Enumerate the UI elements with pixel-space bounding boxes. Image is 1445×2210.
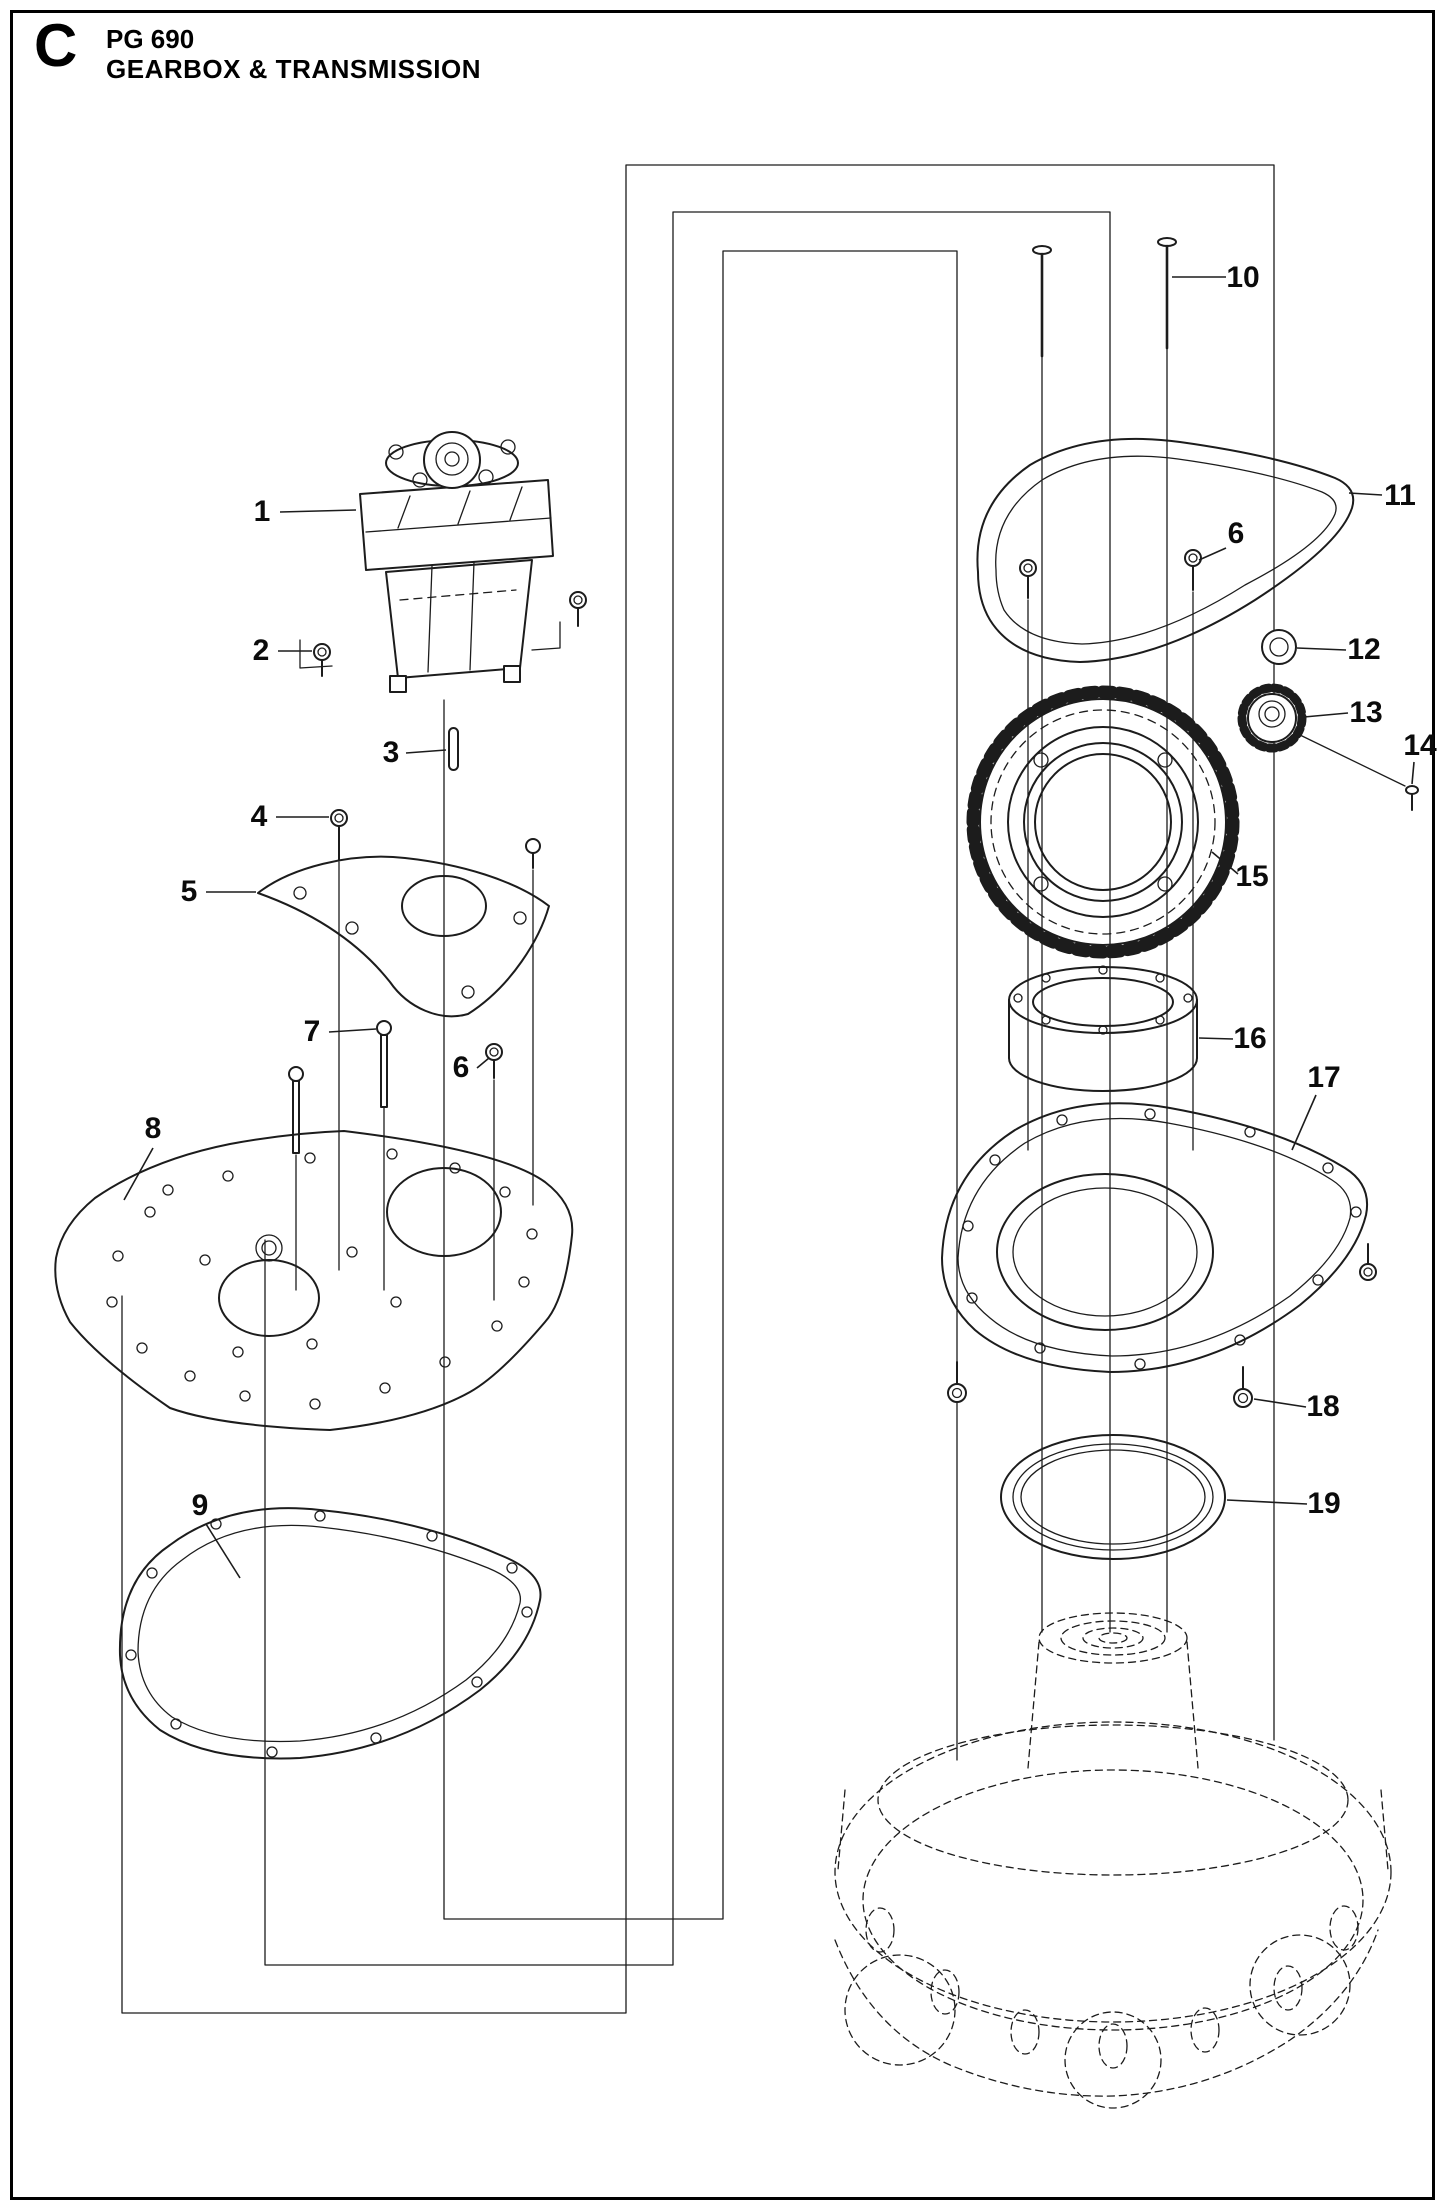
axis-lines-left — [295, 861, 534, 1301]
callout-11: 11 — [1384, 479, 1416, 512]
callout-3: 3 — [383, 736, 400, 769]
part-6-screw-left — [485, 1043, 503, 1079]
callout-6-left: 6 — [453, 1051, 470, 1084]
callout-8: 8 — [145, 1112, 162, 1145]
connector-loop-lines — [121, 164, 1275, 2014]
part-9-gasket — [118, 1507, 542, 1760]
part-5-bracket-plate — [257, 838, 550, 1018]
callout-12: 12 — [1347, 633, 1380, 666]
callout-numbers: 1 2 3 4 5 6 7 8 9 10 11 6 12 13 14 15 16… — [145, 261, 1437, 1522]
callout-5: 5 — [181, 875, 198, 908]
part-6-screws-right — [1019, 549, 1202, 599]
part-12-bearing — [1261, 629, 1297, 665]
part-2-screw — [313, 643, 331, 677]
part-8-mounting-plate — [54, 1130, 574, 1431]
callout-2: 2 — [253, 634, 270, 667]
part-3-pin — [448, 727, 459, 771]
callout-leaders — [123, 276, 1415, 1579]
callout-17: 17 — [1307, 1061, 1340, 1094]
part-11-belt — [976, 437, 1355, 663]
part-15-large-sprocket — [966, 685, 1240, 959]
callout-7: 7 — [304, 1015, 321, 1048]
part-10-long-bolts — [1032, 237, 1177, 358]
callout-4: 4 — [251, 800, 268, 833]
part-13-small-sprocket — [1237, 683, 1406, 787]
page-title: GEARBOX & TRANSMISSION — [106, 54, 482, 84]
part-4-screw — [330, 809, 348, 861]
callout-1: 1 — [254, 495, 271, 528]
part-16-bearing-ring — [1008, 965, 1198, 1092]
callout-6-right: 6 — [1228, 517, 1245, 550]
model-code: PG 690 — [106, 24, 195, 54]
callout-18: 18 — [1306, 1390, 1339, 1423]
part-14-screw — [1405, 785, 1419, 811]
part-18-cover-screws — [947, 1243, 1377, 1408]
callout-19: 19 — [1307, 1487, 1340, 1520]
callout-9: 9 — [192, 1489, 209, 1522]
callout-10: 10 — [1226, 261, 1259, 294]
part-7-long-screws — [288, 1020, 392, 1154]
part-17-cover — [941, 1102, 1368, 1373]
part-1-gearbox-unit — [299, 431, 587, 693]
callout-13: 13 — [1349, 696, 1382, 729]
part-19-seal-ring — [1000, 1434, 1226, 1560]
clutch-drum-assembly — [834, 1612, 1392, 2109]
callout-14: 14 — [1403, 729, 1437, 762]
callout-15: 15 — [1235, 860, 1268, 893]
section-letter: C — [34, 12, 78, 79]
callout-16: 16 — [1233, 1022, 1266, 1055]
